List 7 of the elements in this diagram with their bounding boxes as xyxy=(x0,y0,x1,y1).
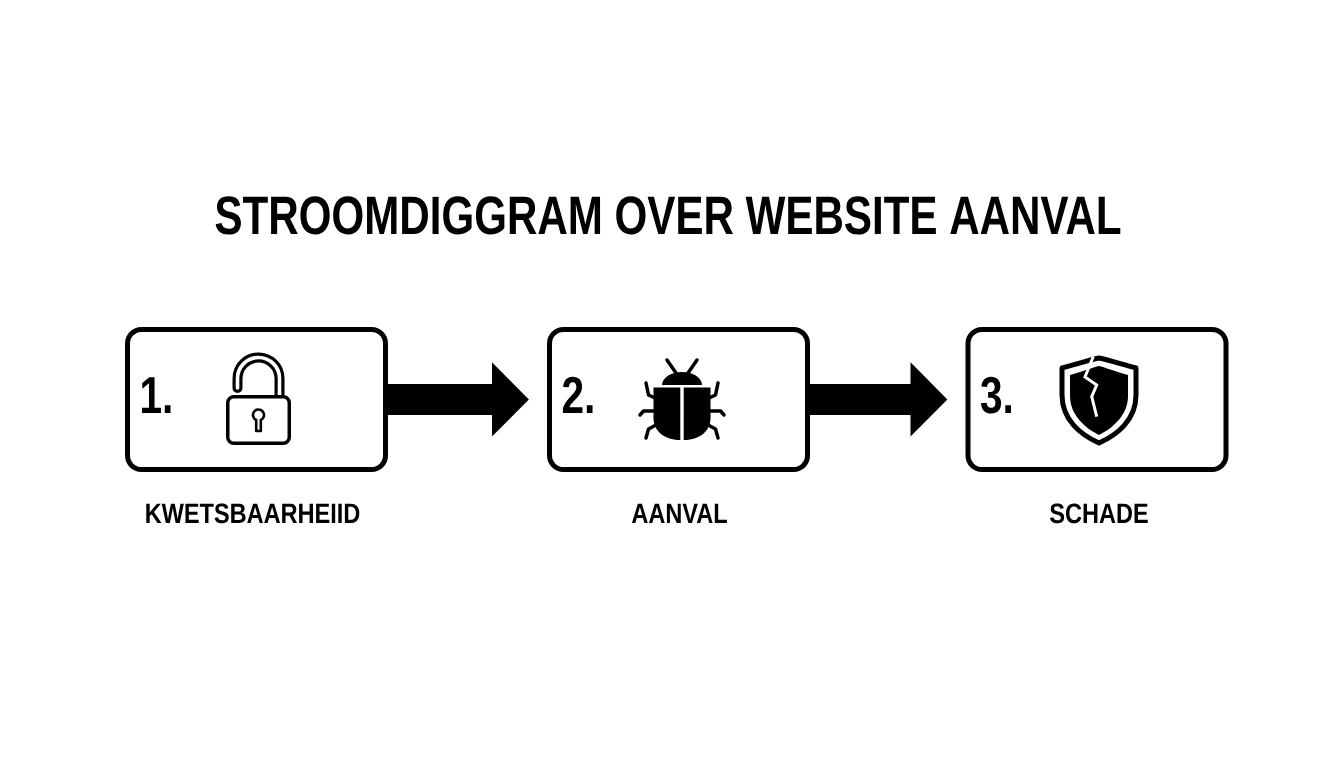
process-box: 2. xyxy=(547,327,810,472)
process-box: 1. xyxy=(125,327,388,472)
process-box: 3. xyxy=(965,327,1229,472)
step-label: SCHADE xyxy=(1050,503,1148,524)
step-label: AANVAL xyxy=(631,503,727,523)
title: STROOMDIGGRAM OVER WEBSITE AANVAL xyxy=(215,196,1121,235)
step-label: KWETSBAARHEIID xyxy=(146,503,360,524)
